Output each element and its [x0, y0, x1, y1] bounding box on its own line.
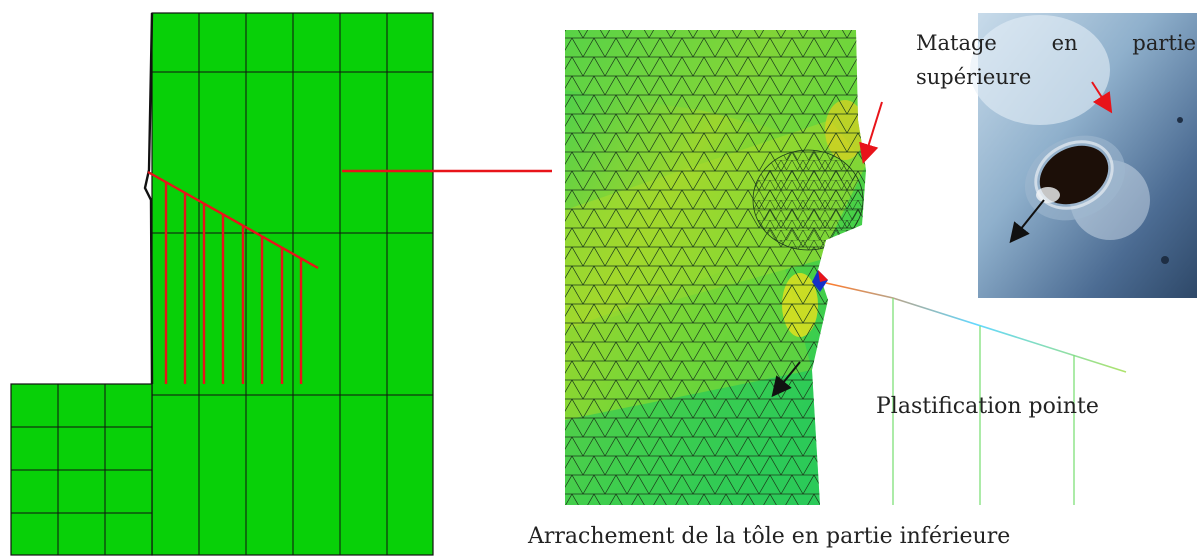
stress-distribution: [147, 170, 319, 384]
black-arrow-icon: [1009, 199, 1045, 244]
matage-word-2: en: [1051, 31, 1078, 55]
quad-mesh-model: [10, 12, 434, 556]
test-specimen-photo: [970, 13, 1197, 298]
matage-word-1: Matage: [916, 31, 997, 55]
plastification-label: Plastification pointe: [876, 394, 1099, 419]
black-arrow-icon: [771, 361, 801, 398]
bolt-hole: [1039, 145, 1109, 205]
matage-label: Matage en partie supérieure: [916, 26, 1196, 94]
matage-word-3: partie: [1132, 31, 1196, 55]
matage-line-2: supérieure: [916, 65, 1032, 89]
arrachement-label: Arrachement de la tôle en partie inférie…: [528, 524, 1011, 549]
red-arrow-icon: [859, 101, 883, 164]
red-arrow-icon: [1091, 81, 1113, 114]
